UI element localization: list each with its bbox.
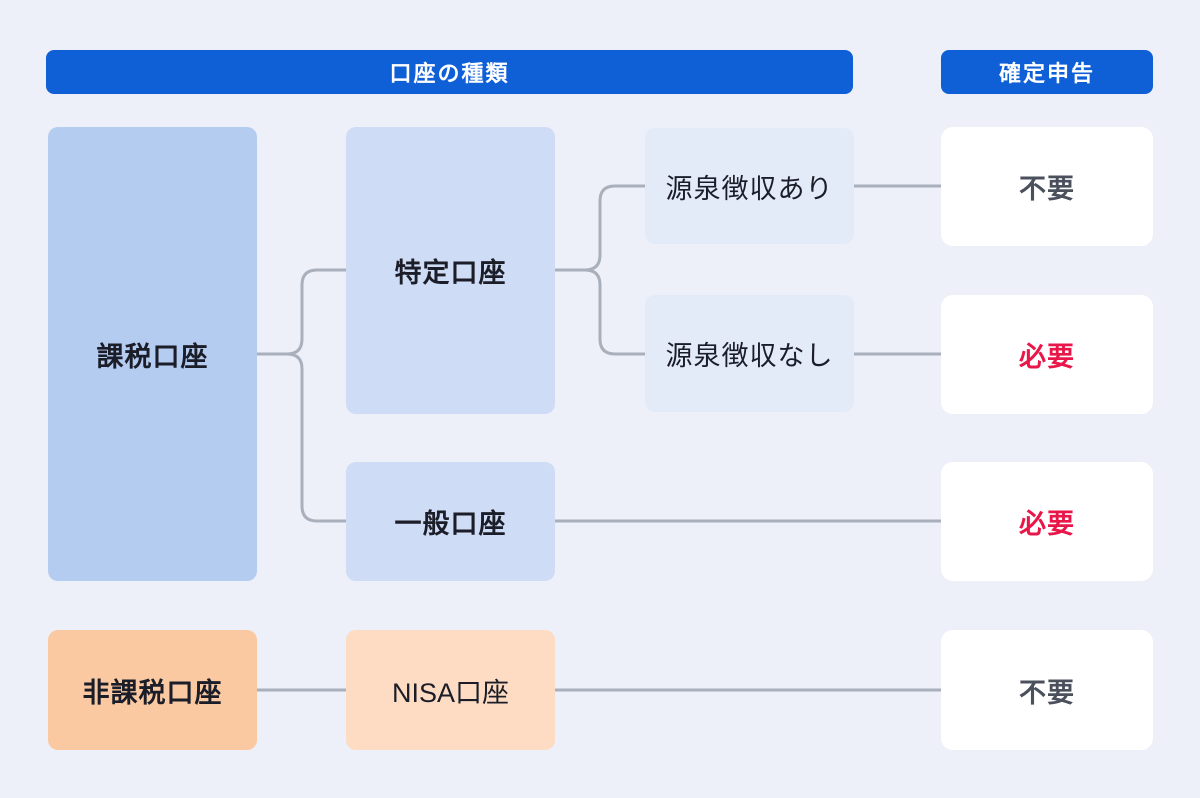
connector-tokutei-gensen-nashi xyxy=(555,268,645,356)
node-nontaxable-account: 非課税口座 xyxy=(48,630,257,750)
result-withholding-yes: 不要 xyxy=(941,127,1153,246)
result-general-account: 必要 xyxy=(941,462,1153,581)
header-account-types: 口座の種類 xyxy=(46,50,853,94)
node-withholding-no: 源泉徴収なし xyxy=(645,295,854,412)
connector-tokutei-gensen-ari xyxy=(555,184,645,272)
result-nisa-account: 不要 xyxy=(941,630,1153,750)
node-taxable-account: 課税口座 xyxy=(48,127,257,581)
header-tax-filing: 確定申告 xyxy=(941,50,1153,94)
connector-kazei-ippan xyxy=(257,352,346,523)
node-specified-account: 特定口座 xyxy=(346,127,555,414)
connector-kazei-tokutei xyxy=(257,268,346,356)
node-nisa-account: NISA口座 xyxy=(346,630,555,750)
node-general-account: 一般口座 xyxy=(346,462,555,581)
node-withholding-yes: 源泉徴収あり xyxy=(645,128,854,244)
result-withholding-no: 必要 xyxy=(941,295,1153,414)
